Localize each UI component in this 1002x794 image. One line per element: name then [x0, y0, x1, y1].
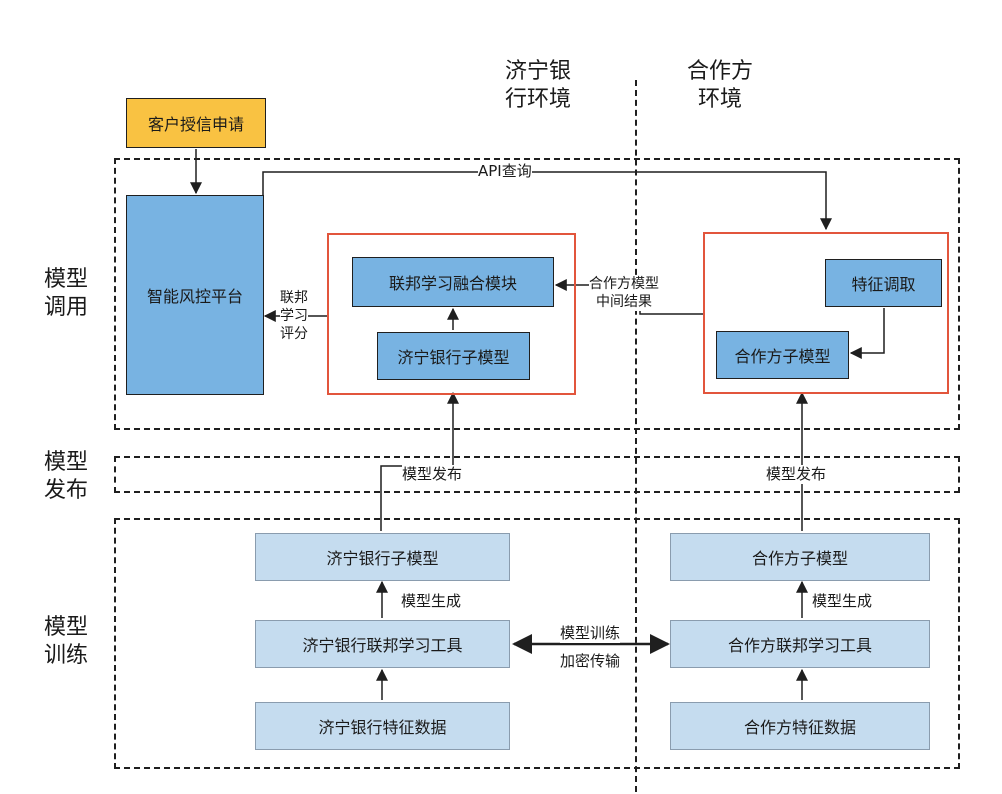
row-label-publish: 模型 发布	[44, 450, 89, 503]
bank-feature-data-label: 济宁银行特征数据	[318, 718, 447, 737]
model-gen-right-label: 模型生成	[812, 592, 873, 611]
train-region	[114, 518, 960, 769]
partner-feature-data-label: 合作方特征数据	[743, 718, 856, 737]
partner-feature-data-box: 合作方特征数据	[670, 702, 930, 750]
partner-fl-tool-label: 合作方联邦学习工具	[727, 636, 872, 655]
partner-sub-model-box: 合作方子模型	[716, 331, 849, 379]
risk-control-platform-label: 智能风控平台	[146, 287, 243, 306]
feature-fetch-box: 特征调取	[825, 259, 942, 307]
model-gen-left-label: 模型生成	[401, 592, 462, 611]
customer-credit-application-box: 客户授信申请	[126, 98, 266, 148]
api-query-label: API查询	[478, 162, 532, 181]
federated-fusion-module-box: 联邦学习融合模块	[352, 257, 554, 307]
publish-right-label: 模型发布	[766, 465, 827, 484]
feature-fetch-label: 特征调取	[851, 275, 916, 294]
partner-mid-result-label: 合作方模型 中间结果	[589, 275, 659, 311]
fl-score-label: 联邦 学习 评分	[280, 289, 308, 343]
train-transfer-label-2: 加密传输	[560, 652, 621, 671]
bank-sub-model-box: 济宁银行子模型	[377, 332, 530, 380]
bank-sub-model-label: 济宁银行子模型	[397, 348, 510, 367]
risk-control-platform-box: 智能风控平台	[126, 195, 264, 395]
federated-fusion-module-label: 联邦学习融合模块	[388, 274, 517, 293]
train-transfer-label-1: 模型训练	[560, 624, 621, 643]
partner-sub-model-train-box: 合作方子模型	[670, 533, 930, 581]
partner-sub-model-train-label: 合作方子模型	[751, 549, 848, 568]
partner-sub-model-label: 合作方子模型	[734, 347, 831, 366]
invoke-region	[114, 158, 960, 430]
bank-environment-header: 济宁银 行环境	[504, 59, 571, 112]
bank-feature-data-box: 济宁银行特征数据	[255, 702, 510, 750]
customer-credit-application-label: 客户授信申请	[147, 115, 244, 134]
partner-environment-header: 合作方 环境	[686, 59, 753, 112]
bank-fl-tool-label: 济宁银行联邦学习工具	[302, 636, 463, 655]
bank-fl-tool-box: 济宁银行联邦学习工具	[255, 620, 510, 668]
bank-sub-model-train-label: 济宁银行子模型	[326, 549, 439, 568]
row-label-invoke: 模型 调用	[44, 267, 89, 320]
partner-fl-tool-box: 合作方联邦学习工具	[670, 620, 930, 668]
publish-region	[114, 456, 960, 493]
environment-divider	[635, 80, 637, 792]
partner-model-frame	[703, 232, 949, 394]
row-label-train: 模型 训练	[44, 615, 89, 668]
bank-model-frame	[327, 233, 576, 395]
publish-left-label: 模型发布	[402, 465, 463, 484]
bank-sub-model-train-box: 济宁银行子模型	[255, 533, 510, 581]
